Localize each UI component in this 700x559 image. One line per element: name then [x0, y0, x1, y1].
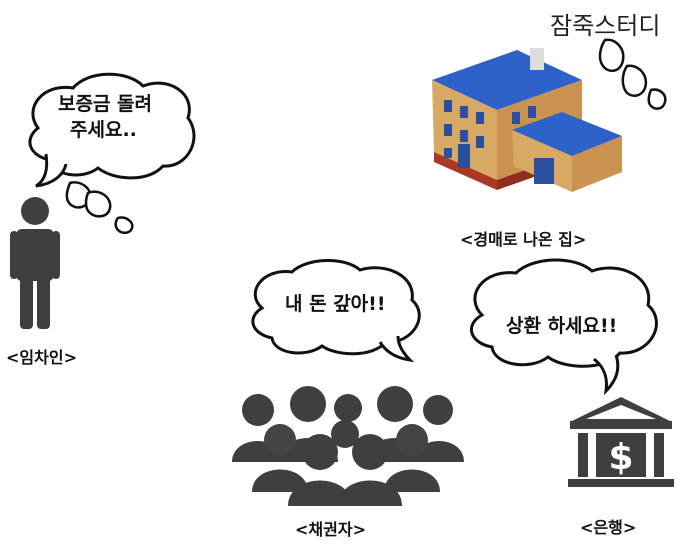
bank-speech-text: 상환 하세요!! — [506, 315, 618, 337]
watermark-text: 잠죽스터디 — [550, 12, 661, 40]
house-drops-decoration — [598, 38, 667, 110]
tenant-speech-bubble — [28, 72, 196, 234]
creditors-caption: <채권자> — [295, 520, 366, 539]
bank-icon: $ — [568, 397, 674, 487]
tenant-speech-line2: 주세요.. — [70, 119, 137, 141]
tenant-caption: <임차인> — [6, 348, 77, 367]
creditors-speech-bubble — [251, 258, 421, 363]
house-caption: <경매로 나온 집> — [460, 230, 587, 249]
creditors-group-icon — [232, 386, 464, 506]
bank-dollar-symbol: $ — [608, 437, 633, 478]
house-icon — [432, 48, 622, 192]
creditors-speech-text: 내 돈 갚아!! — [285, 293, 386, 315]
tenant-speech-line1: 보증금 돌려 — [58, 93, 153, 115]
bank-caption: <은행> — [580, 518, 637, 537]
tenant-person-icon — [10, 197, 60, 329]
bank-speech-bubble — [469, 258, 658, 396]
